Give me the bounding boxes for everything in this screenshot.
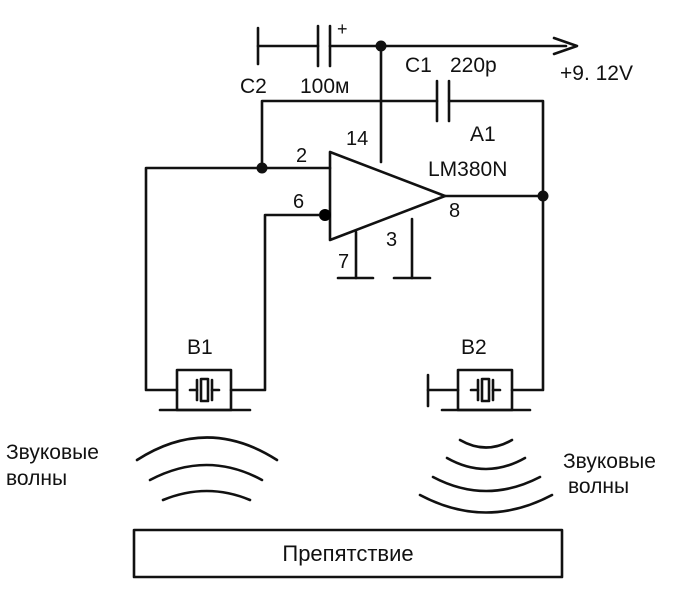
waves-right-line2: волны (568, 475, 629, 498)
wave-right-2 (445, 456, 527, 471)
b1-crystal (199, 377, 210, 403)
obstacle-label: Препятствие (282, 541, 413, 566)
supply-rail (256, 24, 579, 164)
inverting-input-bubble (319, 209, 331, 221)
c2-ref-label: C2 (240, 75, 267, 98)
feedback-path (260, 79, 545, 197)
wave-left-1 (135, 436, 279, 462)
sound-waves-left (135, 436, 279, 502)
b1-ref-label: B1 (187, 336, 213, 359)
transducer-b2 (426, 368, 532, 412)
c2-polarity-label: + (337, 19, 348, 39)
opamp-a1-triangle (328, 150, 447, 242)
c1-value-label: 220p (450, 54, 497, 77)
pin6-wire (229, 213, 321, 392)
waves-left-line1: Звуковые (6, 441, 99, 464)
c2-value-label: 100м (300, 75, 349, 98)
b1-left-wire (144, 166, 264, 392)
a1-part-label: LM380N (428, 158, 507, 181)
waves-right-line1: Звуковые (563, 450, 656, 473)
supply-arrow-icon (552, 36, 579, 56)
c1-ref-label: C1 (405, 54, 432, 77)
pin-2-label: 2 (296, 145, 307, 167)
pin-8-label: 8 (449, 200, 460, 222)
wave-right-1 (458, 438, 514, 449)
b1-body (175, 368, 233, 412)
b2-body (456, 368, 514, 412)
c1-left-wire (260, 99, 439, 170)
c1-right-wire (447, 99, 545, 197)
obstacle-box (132, 528, 564, 579)
a1-ref-label: A1 (470, 123, 496, 146)
sound-waves-right (418, 438, 554, 514)
pin-6-label: 6 (293, 191, 304, 213)
wave-right-4 (418, 493, 554, 514)
b2-ref-label: B2 (461, 336, 487, 359)
transducer-b1 (158, 368, 252, 412)
wave-left-2 (148, 463, 264, 482)
wave-right-3 (431, 475, 542, 493)
b2-crystal (480, 377, 491, 403)
b2-right-wire (510, 194, 545, 392)
pin-14-label: 14 (346, 128, 368, 150)
pin-3-label: 3 (386, 229, 397, 251)
pin-7-label: 7 (338, 251, 349, 273)
wave-left-3 (161, 489, 252, 502)
waves-left-line2: волны (6, 467, 67, 490)
supply-voltage-label: +9. 12V (560, 62, 633, 85)
